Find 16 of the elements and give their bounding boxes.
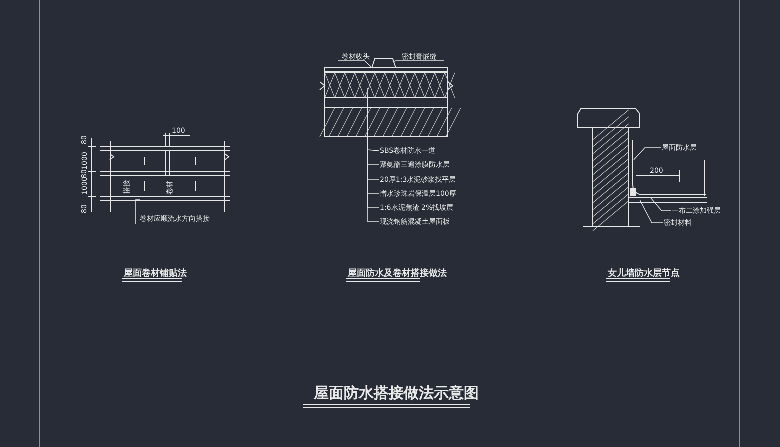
leader-line <box>392 60 444 62</box>
leader-line <box>136 200 140 224</box>
leader-line <box>368 102 380 180</box>
leader-line <box>368 110 380 194</box>
leader-line <box>640 200 664 224</box>
drawing-title: 屋面卷材铺贴法 <box>124 269 187 279</box>
leader-line <box>650 196 672 212</box>
drawing-title: 屋面防水及卷材搭接做法 <box>348 269 447 279</box>
diagram-title: 屋面防水搭接做法示意图 <box>314 385 479 402</box>
leader-line <box>368 88 380 152</box>
leader-line <box>634 148 662 160</box>
leader-line <box>368 120 380 222</box>
leader-line <box>368 116 380 208</box>
leader-line <box>338 60 372 68</box>
leader-line <box>368 94 380 166</box>
drawing-title: 女儿墙防水层节点 <box>608 269 680 279</box>
